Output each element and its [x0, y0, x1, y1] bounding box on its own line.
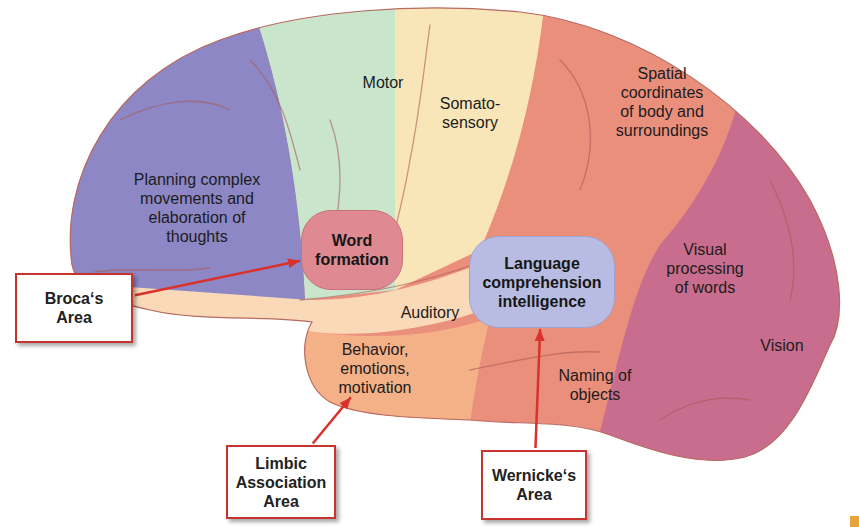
- area-label: Word formation: [306, 231, 398, 269]
- pointer-arrow: [135, 261, 300, 295]
- vision-area: Vision: [752, 336, 812, 355]
- area-label: Somato- sensory: [435, 94, 505, 132]
- frontal-sulcus: [95, 268, 210, 272]
- precentral-sulcus: [250, 60, 300, 170]
- area-label: Language comprehension intelligence: [476, 254, 608, 311]
- broca-region: Word formation: [301, 210, 403, 290]
- auditory-area: Auditory: [390, 303, 470, 322]
- pointer-arrow: [313, 397, 351, 443]
- corner-mark: [850, 516, 859, 527]
- area-label: Visual processing of words: [663, 240, 748, 297]
- central-sulcus: [395, 25, 430, 230]
- callout-box: Limbic Association Area: [226, 445, 336, 519]
- parietal-sulcus: [560, 60, 590, 190]
- brain-outline: [70, 8, 839, 460]
- pointer-arrow: [535, 329, 540, 448]
- occipital-sulcus: [770, 180, 794, 300]
- spatial-area: Spatial coordinates of body and surround…: [612, 64, 712, 140]
- area-label: Naming of objects: [553, 366, 638, 404]
- area-label: Auditory: [390, 303, 470, 322]
- frontal-sulcus: [120, 101, 230, 120]
- visual-region: [590, 0, 859, 470]
- callout-label: Wernicke‘s Area: [488, 466, 580, 504]
- naming-area: Naming of objects: [553, 366, 638, 404]
- area-label: Behavior, emotions, motivation: [333, 340, 418, 397]
- callout-label: Broca‘s Area: [34, 289, 114, 327]
- motor-area: Motor: [343, 73, 423, 92]
- occipital-sulcus: [660, 398, 750, 420]
- limbic-area: Behavior, emotions, motivation: [333, 340, 418, 397]
- callout-box: Broca‘s Area: [15, 273, 133, 343]
- prefrontal-area: Planning complex movements and elaborati…: [127, 170, 267, 246]
- callout-box: Wernicke‘s Area: [481, 450, 587, 520]
- area-label: Motor: [343, 73, 423, 92]
- visual-word-area: Visual processing of words: [663, 240, 748, 297]
- area-label: Spatial coordinates of body and surround…: [612, 64, 712, 140]
- area-label: Planning complex movements and elaborati…: [127, 170, 267, 246]
- somatosensory-area: Somato- sensory: [435, 94, 505, 132]
- wernicke-region: Language comprehension intelligence: [469, 236, 615, 328]
- callout-label: Limbic Association Area: [233, 454, 329, 511]
- sulci: [95, 25, 794, 420]
- area-label: Vision: [752, 336, 812, 355]
